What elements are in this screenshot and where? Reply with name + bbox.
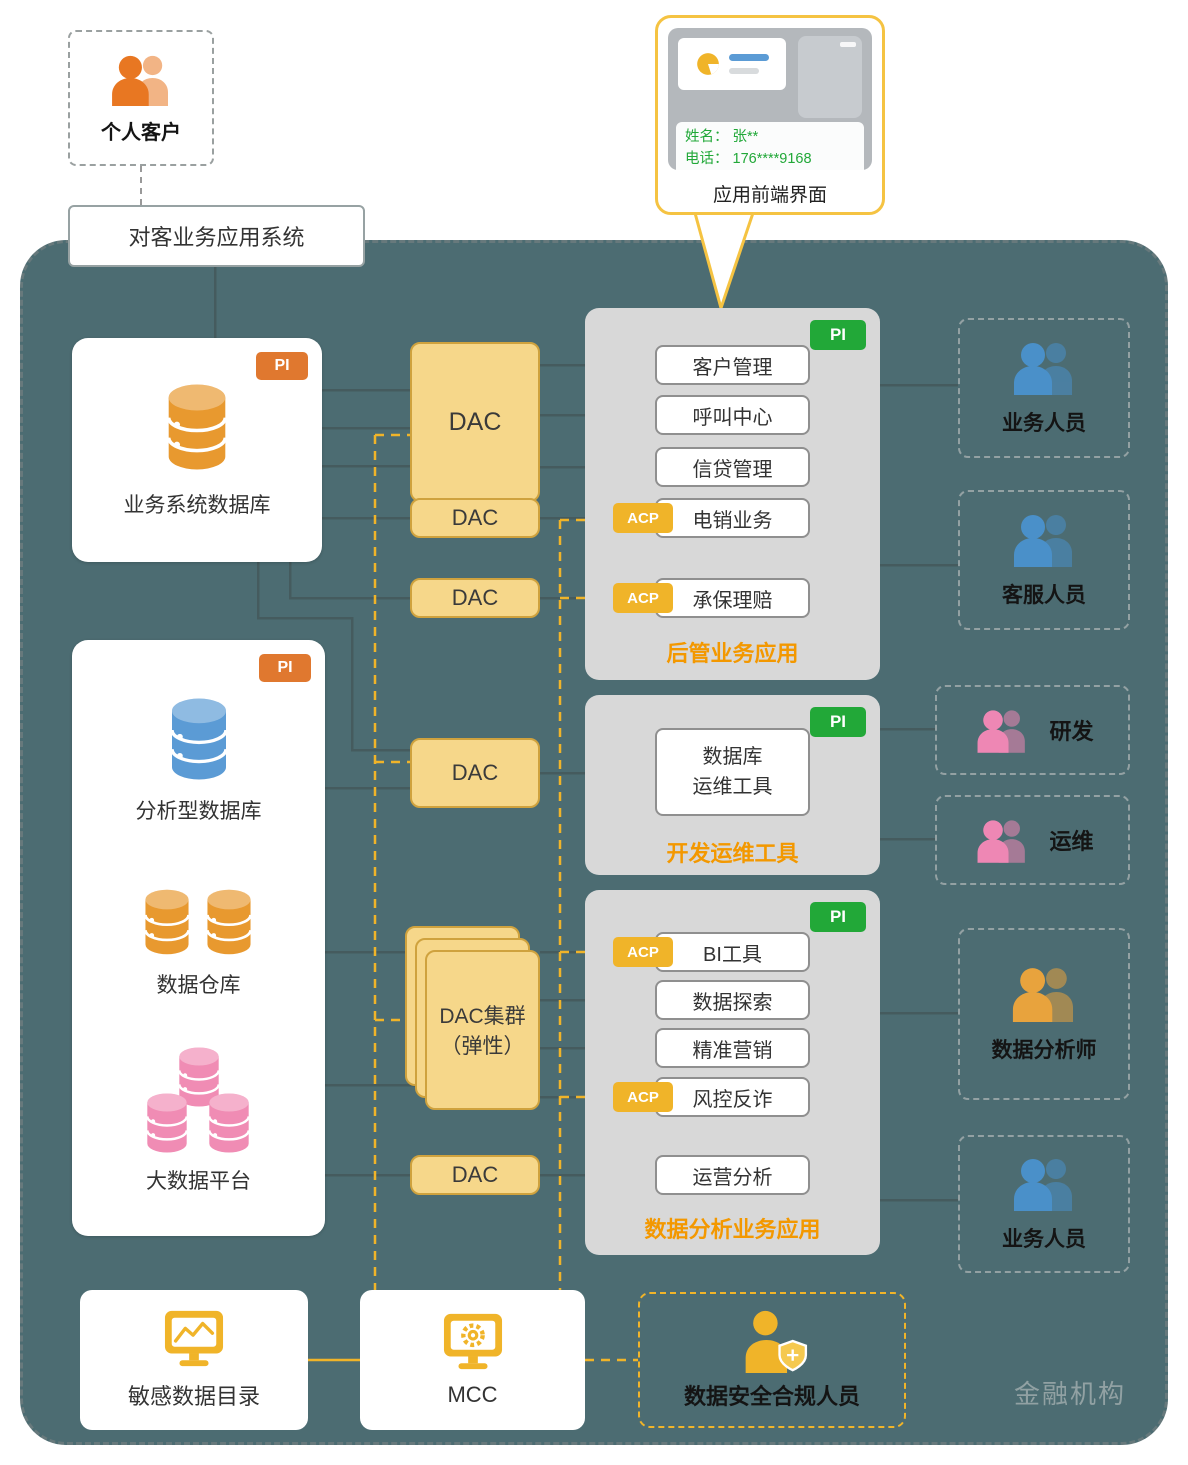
app-customer-mgmt: 客户管理	[655, 345, 810, 385]
masked-phone-line: 电话： 176****9168	[685, 150, 812, 167]
sensitive-catalog-icon	[163, 1309, 225, 1369]
app-operations-analysis: 运营分析	[655, 1155, 810, 1195]
screen-card	[678, 38, 786, 90]
app-precision-marketing: 精准营销	[655, 1028, 810, 1068]
security-person-shield-icon	[734, 1309, 810, 1373]
analyst-people-icon	[1004, 964, 1084, 1022]
big-data-label: 大数据平台	[146, 1170, 251, 1193]
people-business-2-box: 业务人员	[958, 1135, 1130, 1273]
people-ops-label: 运维	[1049, 829, 1094, 854]
data-warehouse-section: 数据仓库	[72, 885, 325, 999]
data-warehouse-label: 数据仓库	[156, 974, 241, 997]
masked-info: 姓名： 张** 电话： 176****9168	[676, 122, 864, 176]
pie-chart-icon	[697, 53, 719, 75]
mcc-label: MCC	[447, 1382, 498, 1407]
phone-notch	[840, 42, 856, 47]
dac-cluster-line2: （弹性）	[440, 1035, 525, 1058]
people-rd-box: 研发	[935, 685, 1130, 775]
business-db-box: PI 业务系统数据库	[72, 338, 322, 562]
dac-cluster-line1: DAC集群	[439, 1005, 526, 1028]
big-data-icon	[132, 1045, 266, 1157]
app-telesales: 电销业务	[655, 498, 810, 538]
customer-app-system-box: 对客业务应用系统	[68, 205, 365, 267]
financial-institution-label: 金融机构	[1013, 1379, 1126, 1409]
acp-badge-bi: ACP	[613, 937, 673, 967]
customer-app-system-label: 对客业务应用系统	[128, 225, 305, 250]
people-business-1-label: 业务人员	[1002, 412, 1086, 435]
security-compliance-box: 数据安全合规人员	[638, 1292, 906, 1428]
business-db-icon	[159, 381, 235, 473]
dac-devops: DAC	[410, 738, 540, 808]
pi-badge: PI	[810, 320, 866, 350]
sensitive-catalog-label: 敏感数据目录	[127, 1384, 260, 1409]
pi-badge: PI	[259, 654, 311, 682]
personal-customer-icon	[104, 52, 178, 106]
people-rd-label: 研发	[1049, 719, 1094, 744]
pi-badge: PI	[810, 902, 866, 932]
people-analyst-label: 数据分析师	[991, 1039, 1097, 1062]
card-line-blue	[729, 54, 769, 61]
analytics-panel-title: 数据分析业务应用	[644, 1217, 821, 1242]
people-support-label: 客服人员	[1002, 584, 1086, 607]
people-ops-box: 运维	[935, 795, 1130, 885]
dac-operations: DAC	[410, 1155, 540, 1195]
mcc-icon	[442, 1312, 504, 1372]
people-support-box: 客服人员	[958, 490, 1130, 630]
big-data-section: 大数据平台	[72, 1045, 325, 1195]
pi-badge: PI	[810, 707, 866, 737]
business-people-icon	[1006, 339, 1082, 395]
screen-phone-panel	[798, 36, 862, 118]
dac-main: DAC	[410, 342, 540, 502]
dac-claims: DAC	[410, 578, 540, 618]
analytical-db-section: 分析型数据库	[72, 695, 325, 825]
analytical-db-label: 分析型数据库	[135, 800, 262, 823]
masked-name-line: 姓名： 张**	[685, 129, 759, 145]
app-data-exploration: 数据探索	[655, 980, 810, 1020]
devops-panel-title: 开发运维工具	[666, 841, 799, 866]
acp-badge-telesales: ACP	[613, 503, 673, 533]
app-underwriting-claims: 承保理赔	[655, 578, 810, 618]
security-compliance-label: 数据安全合规人员	[683, 1384, 860, 1409]
app-frontend-label: 应用前端界面	[712, 185, 827, 206]
personal-customer-label: 个人客户	[101, 121, 181, 144]
card-text-lines	[729, 54, 769, 74]
rd-people-icon	[971, 707, 1033, 753]
app-frontend-callout: 姓名： 张** 电话： 176****9168 应用前端界面	[655, 15, 885, 215]
mcc-box: MCC	[360, 1290, 585, 1430]
card-line-gray	[729, 68, 759, 74]
support-people-icon	[1006, 511, 1082, 567]
people-business-2-label: 业务人员	[1002, 1228, 1086, 1251]
app-risk-antifraud: 风控反诈	[655, 1077, 810, 1117]
db-ops-tool-line2: 运维工具	[692, 776, 773, 798]
dac-cluster: DAC集群 （弹性）	[425, 950, 540, 1110]
business-db-label: 业务系统数据库	[123, 494, 271, 517]
analytical-db-icon	[163, 695, 235, 783]
pi-badge: PI	[256, 352, 308, 380]
app-bi-tool: BI工具	[655, 932, 810, 972]
db-ops-tool-line1: 数据库	[702, 746, 763, 768]
sensitive-data-catalog-box: 敏感数据目录	[80, 1290, 308, 1430]
app-credit-mgmt: 信贷管理	[655, 447, 810, 487]
backoffice-panel-title: 后管业务应用	[666, 641, 799, 666]
people-business-1-box: 业务人员	[958, 318, 1130, 458]
personal-customer-box: 个人客户	[68, 30, 214, 166]
business-people-icon	[1006, 1155, 1082, 1211]
acp-badge-antifraud: ACP	[613, 1082, 673, 1112]
app-db-ops-tool: 数据库 运维工具	[655, 728, 810, 816]
app-call-center: 呼叫中心	[655, 395, 810, 435]
data-warehouse-icon	[138, 885, 260, 959]
people-analyst-box: 数据分析师	[958, 928, 1130, 1100]
acp-badge-claims: ACP	[613, 583, 673, 613]
dac-telesales: DAC	[410, 498, 540, 538]
analytics-db-group-box: PI 分析型数据库 数据仓库 大数据平台	[72, 640, 325, 1236]
app-frontend-screen: 姓名： 张** 电话： 176****9168	[668, 28, 872, 176]
ops-people-icon	[971, 817, 1033, 863]
